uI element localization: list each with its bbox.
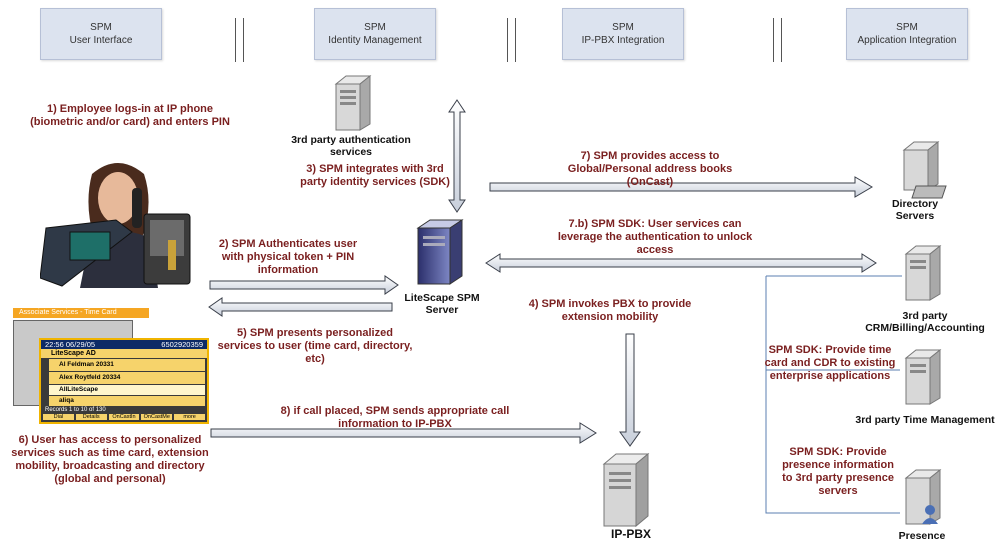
column-divider (781, 18, 782, 62)
phone-entry: aliqa (49, 396, 205, 406)
arrow-identity-server (448, 99, 466, 213)
ippbx-label: IP-PBX (610, 527, 651, 541)
time-mgmt-server-icon (904, 348, 942, 405)
auth-server-icon (334, 74, 372, 131)
presence-server-icon (904, 468, 942, 525)
phone-softkeys: Dial Details OnCastIn OnCastMe more (41, 414, 207, 420)
phone-screen-title: LiteScape AD (41, 349, 207, 358)
column-divider (507, 18, 508, 62)
phone-number: 6502920359 (161, 340, 203, 349)
phone-screen-window: 22:56 06/29/05 6502920359 LiteScape AD A… (39, 338, 209, 424)
step-4-label: 4) SPM invokes PBX to provide extension … (528, 298, 692, 323)
header-title: SPM (612, 22, 634, 33)
header-title: SPM (90, 22, 112, 33)
arrow-call-info (210, 422, 597, 444)
step-1-label: 1) Employee logs-in at IP phone (biometr… (30, 103, 230, 128)
softkey-oncastin[interactable]: OnCastIn (108, 414, 140, 420)
header-subtitle: Application Integration (857, 35, 957, 46)
step-7b-label: 7.b) SPM SDK: User services can leverage… (557, 218, 753, 256)
header-subtitle: IP-PBX Integration (581, 35, 665, 46)
phone-screen: Associate Services - Time Card 22:56 06/… (13, 308, 209, 426)
directory-servers-label: Directory Servers (891, 198, 939, 222)
directory-server-icon (902, 140, 947, 199)
softkey-details[interactable]: Details (75, 414, 107, 420)
column-divider (515, 18, 516, 62)
litescape-server-icon (416, 219, 464, 285)
softkey-dial[interactable]: Dial (43, 414, 74, 420)
header-application-integration: SPM Application Integration (846, 8, 968, 60)
time-management-label: 3rd party Time Management (855, 414, 995, 426)
crm-server-icon (904, 244, 942, 301)
header-title: SPM (364, 22, 386, 33)
step-3-label: 3) SPM integrates with 3rd party identit… (300, 163, 450, 188)
ippbx-server-icon (602, 452, 650, 528)
phone-entry: Alex Roytfeld 20334 (49, 372, 205, 384)
sdk-bracket-line (765, 276, 900, 514)
arrow-sdk-auth (485, 253, 877, 273)
step-8-label: 8) if call placed, SPM sends appropriate… (280, 405, 510, 430)
phone-time: 22:56 06/29/05 (45, 340, 96, 349)
softkey-more[interactable]: more (174, 414, 205, 420)
presence-label: Presence (898, 530, 946, 542)
crm-label: 3rd party CRM/Billing/Accounting (865, 310, 985, 334)
phone-screen-tab: Associate Services - Time Card (13, 308, 149, 318)
arrow-to-directory (489, 176, 873, 198)
arrow-authenticate (209, 275, 399, 295)
header-identity-management: SPM Identity Management (314, 8, 436, 60)
header-subtitle: Identity Management (328, 35, 422, 46)
arrow-to-ippbx (619, 333, 641, 447)
phone-entry: Al Feldman 20331 (49, 359, 205, 371)
header-title: SPM (896, 22, 918, 33)
arrow-present-services (208, 297, 393, 317)
column-divider (773, 18, 774, 62)
step-2-label: 2) SPM Authenticates user with physical … (218, 238, 358, 276)
auth-services-label: 3rd party authentication services (291, 134, 411, 158)
softkey-oncastme[interactable]: OnCastMe (141, 414, 173, 420)
phone-entry: AllLiteScape (49, 385, 205, 395)
sdk-presence-label: SPM SDK: Provide presence information to… (782, 446, 894, 497)
step-6-label: 6) User has access to personalized servi… (11, 434, 209, 485)
column-divider (243, 18, 244, 62)
sdk-time-card-label: SPM SDK: Provide time card and CDR to ex… (764, 344, 896, 382)
header-subtitle: User Interface (69, 35, 133, 46)
phone-records: Records 1 to 10 of 130 (45, 407, 106, 413)
employee-phone-illustration (40, 163, 191, 288)
litescape-server-label: LiteScape SPM Server (404, 292, 480, 316)
column-divider (235, 18, 236, 62)
step-7-label: 7) SPM provides access to Global/Persona… (567, 150, 733, 188)
phone-screen-status-bar: 22:56 06/29/05 6502920359 (41, 340, 207, 349)
step-5-label: 5) SPM presents personalized services to… (217, 327, 413, 365)
header-user-interface: SPM User Interface (40, 8, 162, 60)
header-ippbx-integration: SPM IP-PBX Integration (562, 8, 684, 60)
